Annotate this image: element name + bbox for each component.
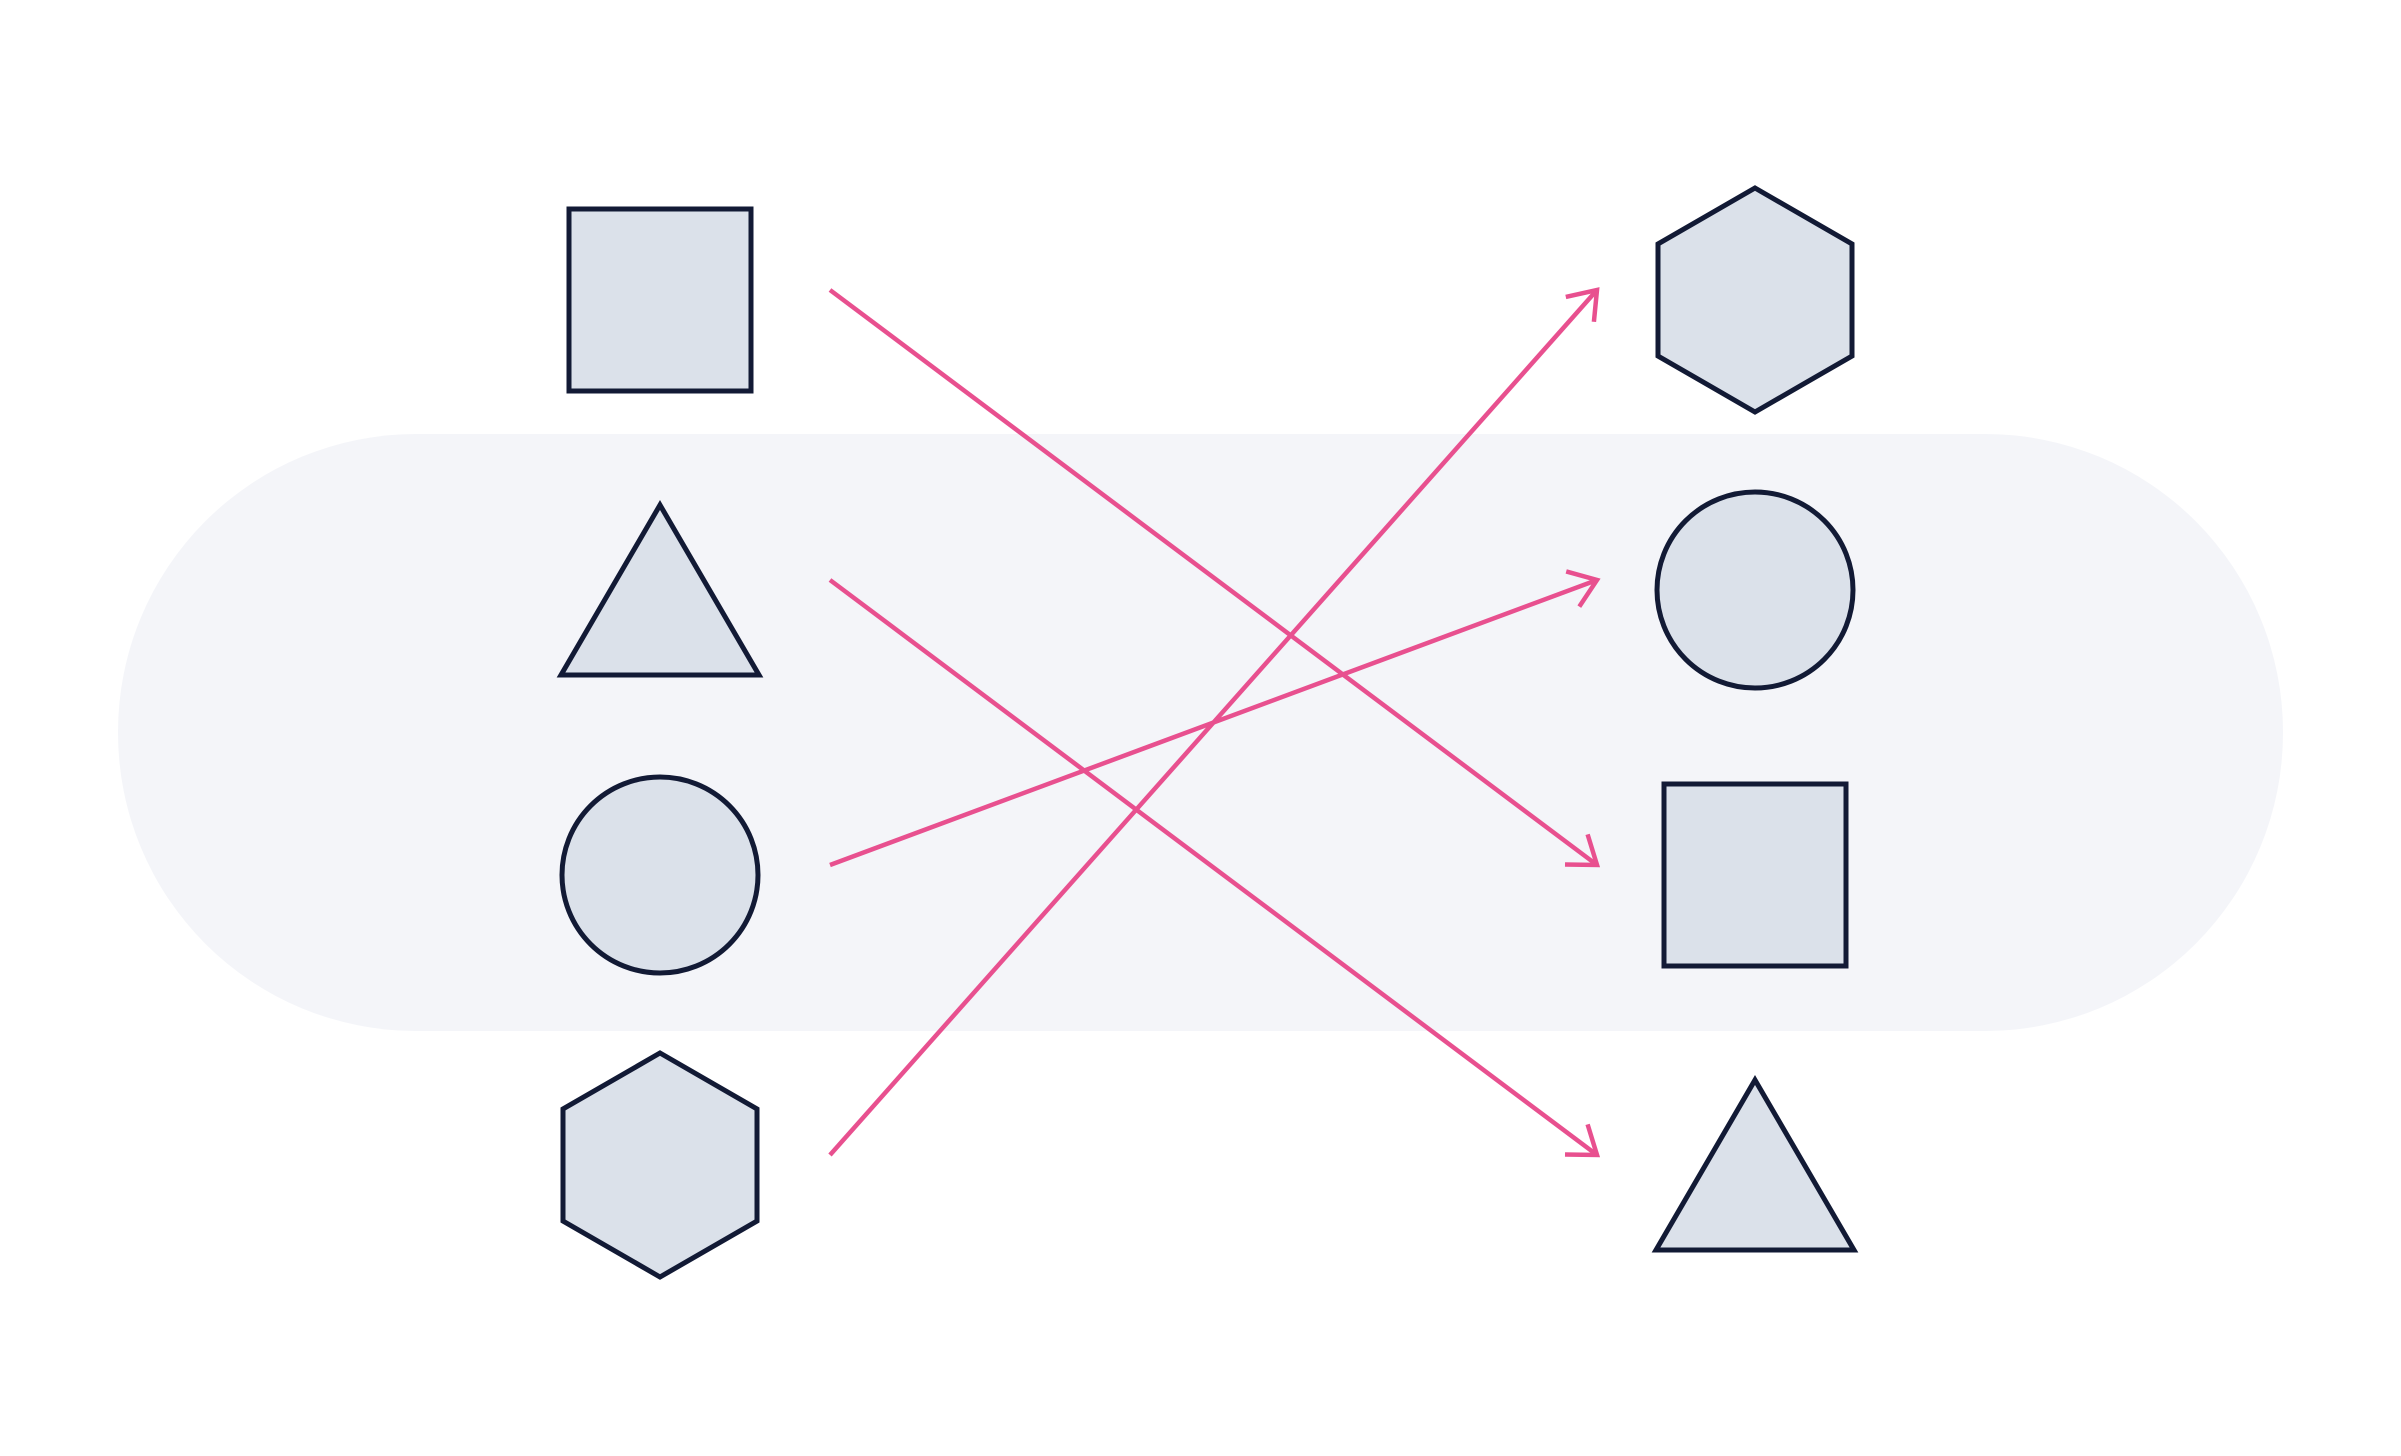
right-square-shape [1661, 781, 1849, 969]
arrow-line [828, 288, 1599, 867]
arrow-line [828, 578, 1599, 1157]
background-band [118, 434, 2283, 1031]
left-circle-shape [559, 774, 761, 976]
right-triangle-shape [1651, 1075, 1859, 1253]
left-column [556, 206, 764, 1280]
arrow-head [1565, 569, 1601, 608]
arrow-head [1565, 287, 1600, 323]
left-triangle-shape [556, 500, 764, 678]
mapping-arrows [828, 287, 1601, 1158]
right-hexagon-shape [1655, 185, 1855, 415]
arrow-head [1564, 833, 1601, 868]
right-column [1651, 185, 1859, 1253]
left-square-shape [566, 206, 754, 394]
arrow-hexagon-to-hexagon [828, 287, 1600, 1157]
arrow-line [828, 288, 1599, 1157]
right-circle-shape [1654, 489, 1856, 691]
arrow-head [1564, 1123, 1601, 1158]
arrow-square-to-square [828, 288, 1601, 868]
left-hexagon-shape [560, 1050, 760, 1280]
arrow-triangle-to-triangle [828, 578, 1601, 1158]
